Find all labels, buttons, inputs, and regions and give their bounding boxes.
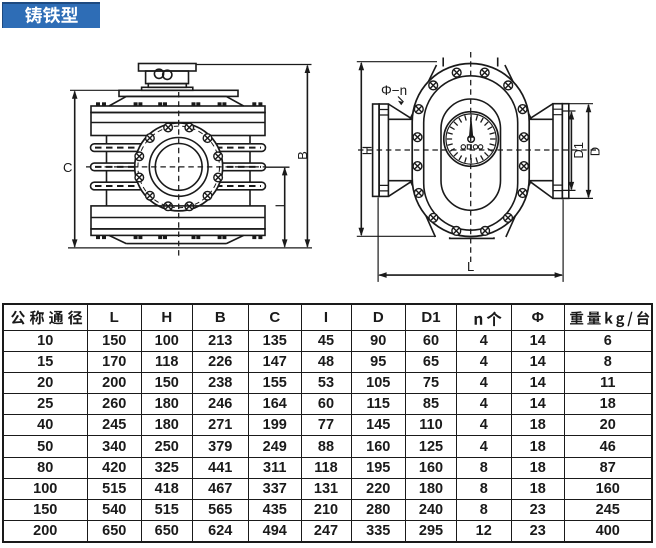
svg-text:D1: D1	[571, 142, 586, 159]
svg-text:D: D	[588, 147, 603, 156]
svg-text:B: B	[295, 151, 310, 160]
svg-text:H: H	[359, 146, 374, 155]
svg-text:Φ−n: Φ−n	[381, 83, 407, 98]
svg-text:L: L	[467, 259, 474, 274]
svg-text:I: I	[272, 204, 287, 208]
svg-text:C: C	[63, 160, 72, 175]
